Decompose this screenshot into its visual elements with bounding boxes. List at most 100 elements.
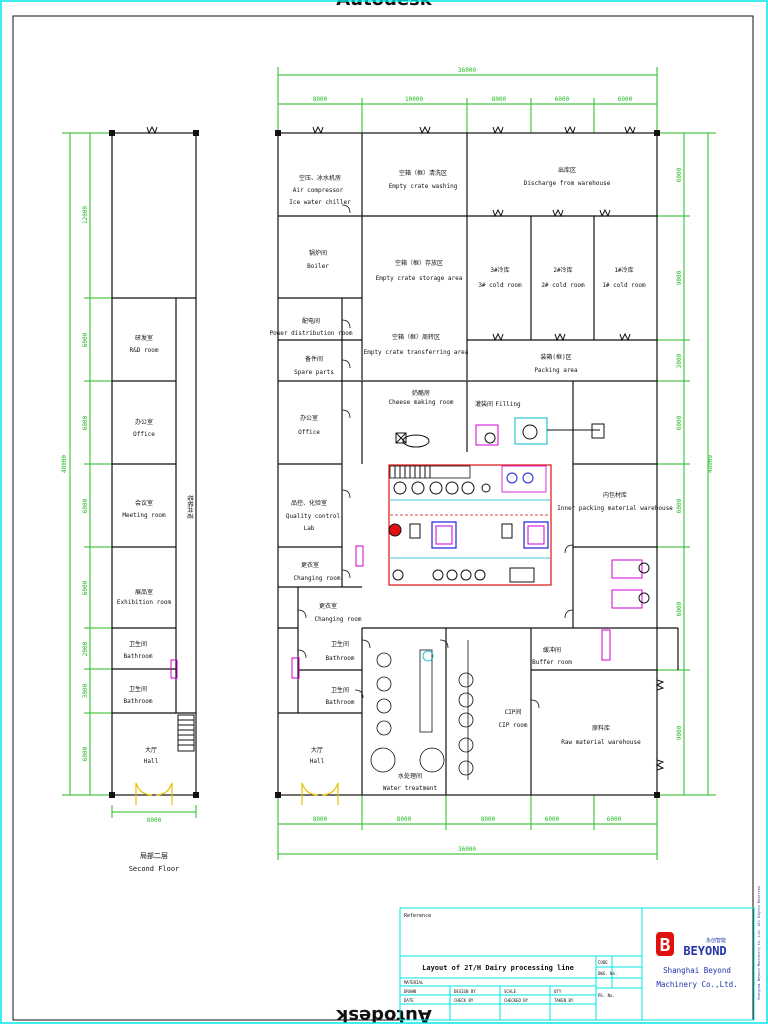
ff-room-en: Office bbox=[298, 429, 320, 436]
sf-room-cn: 办公室 bbox=[135, 418, 153, 426]
sf-dim-8: 6000 bbox=[82, 746, 89, 761]
ff-room-cn: 办公室 bbox=[300, 414, 318, 422]
ff-bottom-total-dim: 36000 bbox=[458, 846, 476, 853]
column-marker bbox=[109, 792, 115, 798]
ff-right-dim: 3000 bbox=[676, 353, 683, 368]
ff-room-en: Bathroom bbox=[326, 655, 355, 662]
processing-area-boundary bbox=[388, 464, 552, 586]
cheese-filling-equipment bbox=[395, 417, 605, 448]
ff-top-dim: 10000 bbox=[405, 96, 423, 103]
ff-room-en: Spare parts bbox=[294, 369, 334, 376]
ff-room-cn: 品控、化验室 bbox=[291, 499, 327, 507]
ff-room-cn: 备件间 bbox=[305, 355, 323, 363]
ff-room-cn: 更衣室 bbox=[301, 561, 319, 569]
ff-room-cn: 更衣室 bbox=[319, 602, 337, 610]
sf-room-cn: 卫生间 bbox=[129, 685, 147, 693]
ff-room-cn: 出库区 bbox=[558, 166, 576, 174]
ff-top-dim: 8000 bbox=[492, 96, 507, 103]
column-marker bbox=[193, 792, 199, 798]
sf-room-cn: 会议室 bbox=[135, 499, 153, 507]
sf-dim-1: 12000 bbox=[82, 206, 89, 224]
sf-room-en: Hall bbox=[144, 758, 159, 765]
stair-shaft-label: 楼梯井道 bbox=[186, 495, 194, 519]
ff-room-cn: 装箱(框)区 bbox=[540, 353, 571, 361]
tb-qty: QTY bbox=[554, 989, 562, 994]
logo-subtitle: 永创智能 bbox=[706, 937, 726, 944]
company-name-line1: Shanghai Beyond bbox=[663, 966, 731, 975]
sf-dim-6: 2000 bbox=[82, 641, 89, 656]
tb-taken-by: TAKEN BY bbox=[554, 998, 574, 1003]
ff-room-en: Quality control bbox=[286, 513, 341, 520]
logo-wordmark: BEYOND bbox=[683, 944, 726, 958]
second-floor-plan: 8000 48000 12000 6000 6000 6000 6000 200… bbox=[61, 125, 199, 873]
ff-door-arcs bbox=[297, 204, 574, 709]
tb-date: DATE bbox=[404, 998, 414, 1003]
ff-bottom-dim: 8000 bbox=[481, 816, 496, 823]
sf-room-en: Office bbox=[133, 431, 155, 438]
ff-room-cn: 空压、冰水机房 bbox=[299, 174, 341, 182]
ff-room-cn: 锅炉间 bbox=[309, 249, 327, 257]
ff-room-cn: 大厅 bbox=[311, 746, 323, 754]
first-floor-walls bbox=[277, 132, 679, 796]
tb-checked-by: CHECKED BY bbox=[504, 998, 529, 1003]
ff-room-en: Hall bbox=[310, 758, 325, 765]
tb-code: CODE bbox=[598, 960, 608, 965]
ff-room-cn: 原料库 bbox=[592, 724, 610, 732]
sf-room-cn: 大厅 bbox=[145, 746, 157, 754]
ff-room-cn: 空箱（框）存放区 bbox=[395, 259, 443, 267]
ff-room-cn: 2#冷库 bbox=[553, 266, 572, 274]
ff-window-symbols bbox=[312, 125, 665, 771]
ff-room-en: Bathroom bbox=[326, 699, 355, 706]
column-marker bbox=[193, 130, 199, 136]
ff-room-cn: 水处理间 bbox=[398, 772, 422, 780]
ff-bottom-dim: 8000 bbox=[397, 816, 412, 823]
ff-room-cn: 空箱（框）清洗区 bbox=[399, 169, 447, 177]
tb-check-by: CHECK BY bbox=[454, 998, 474, 1003]
ff-room-en: Ice water chiller bbox=[289, 199, 351, 206]
ff-top-total-dim: 36000 bbox=[458, 67, 476, 74]
sf-dim-3: 6000 bbox=[82, 415, 89, 430]
ff-bottom-dim: 6000 bbox=[545, 816, 560, 823]
ff-right-dim: 6000 bbox=[676, 601, 683, 616]
drawing-title: Layout of 2T/H Dairy processing line bbox=[422, 964, 574, 972]
ff-right-dim: 9000 bbox=[676, 270, 683, 285]
sf-room-cn: 卫生间 bbox=[129, 640, 147, 648]
packing-equipment bbox=[611, 559, 650, 609]
ff-column-markers bbox=[275, 130, 660, 798]
ff-entrance-doors bbox=[301, 782, 339, 805]
ff-room-en: Inner packing material warehouse bbox=[557, 505, 673, 512]
ff-room-en: Empty crate washing bbox=[389, 183, 458, 190]
inner-frame bbox=[12, 15, 754, 1021]
second-floor-dimension-lines bbox=[62, 132, 197, 818]
ff-room-en: Changing room bbox=[315, 616, 362, 623]
ff-room-en: 3# cold room bbox=[478, 282, 522, 289]
sf-room-en: R&D room bbox=[130, 347, 159, 354]
sf-dim-2: 6000 bbox=[82, 332, 89, 347]
ff-room-cn: 内包材库 bbox=[603, 491, 627, 499]
processing-equipment bbox=[388, 465, 550, 583]
ff-room-cn: 空箱（框）周转区 bbox=[392, 333, 440, 341]
reference-label: Reference bbox=[404, 913, 431, 919]
ff-room-en: Power distribution room bbox=[269, 330, 352, 337]
ff-right-total-dim: 48000 bbox=[707, 455, 714, 473]
sf-dim-5: 6000 bbox=[82, 580, 89, 595]
tb-design-by: DESIGN BY bbox=[454, 989, 476, 994]
company-name-line2: Machinery Co.,Ltd. bbox=[656, 980, 737, 989]
tb-scale: SCALE bbox=[504, 989, 517, 994]
ff-right-dim: 9000 bbox=[676, 725, 683, 740]
column-marker bbox=[109, 130, 115, 136]
tb-pg-no: PG. No. bbox=[598, 993, 615, 998]
ff-room-en: Buffer room bbox=[532, 659, 572, 666]
sf-door-symbols bbox=[170, 659, 178, 679]
ff-room-en: Empty crate transferring area bbox=[364, 349, 469, 356]
sf-dim-4: 6000 bbox=[82, 498, 89, 513]
water-treatment-equipment bbox=[370, 649, 445, 773]
ff-bottom-dim: 6000 bbox=[607, 816, 622, 823]
ff-room-cn: 卫生间 bbox=[331, 640, 349, 648]
sf-room-en: Bathroom bbox=[124, 653, 153, 660]
ff-room-cn: 1#冷库 bbox=[614, 266, 633, 274]
ff-room-en: Boiler bbox=[307, 263, 329, 270]
ff-right-dim: 6000 bbox=[676, 415, 683, 430]
ff-room-cn: CIP间 bbox=[505, 708, 522, 716]
